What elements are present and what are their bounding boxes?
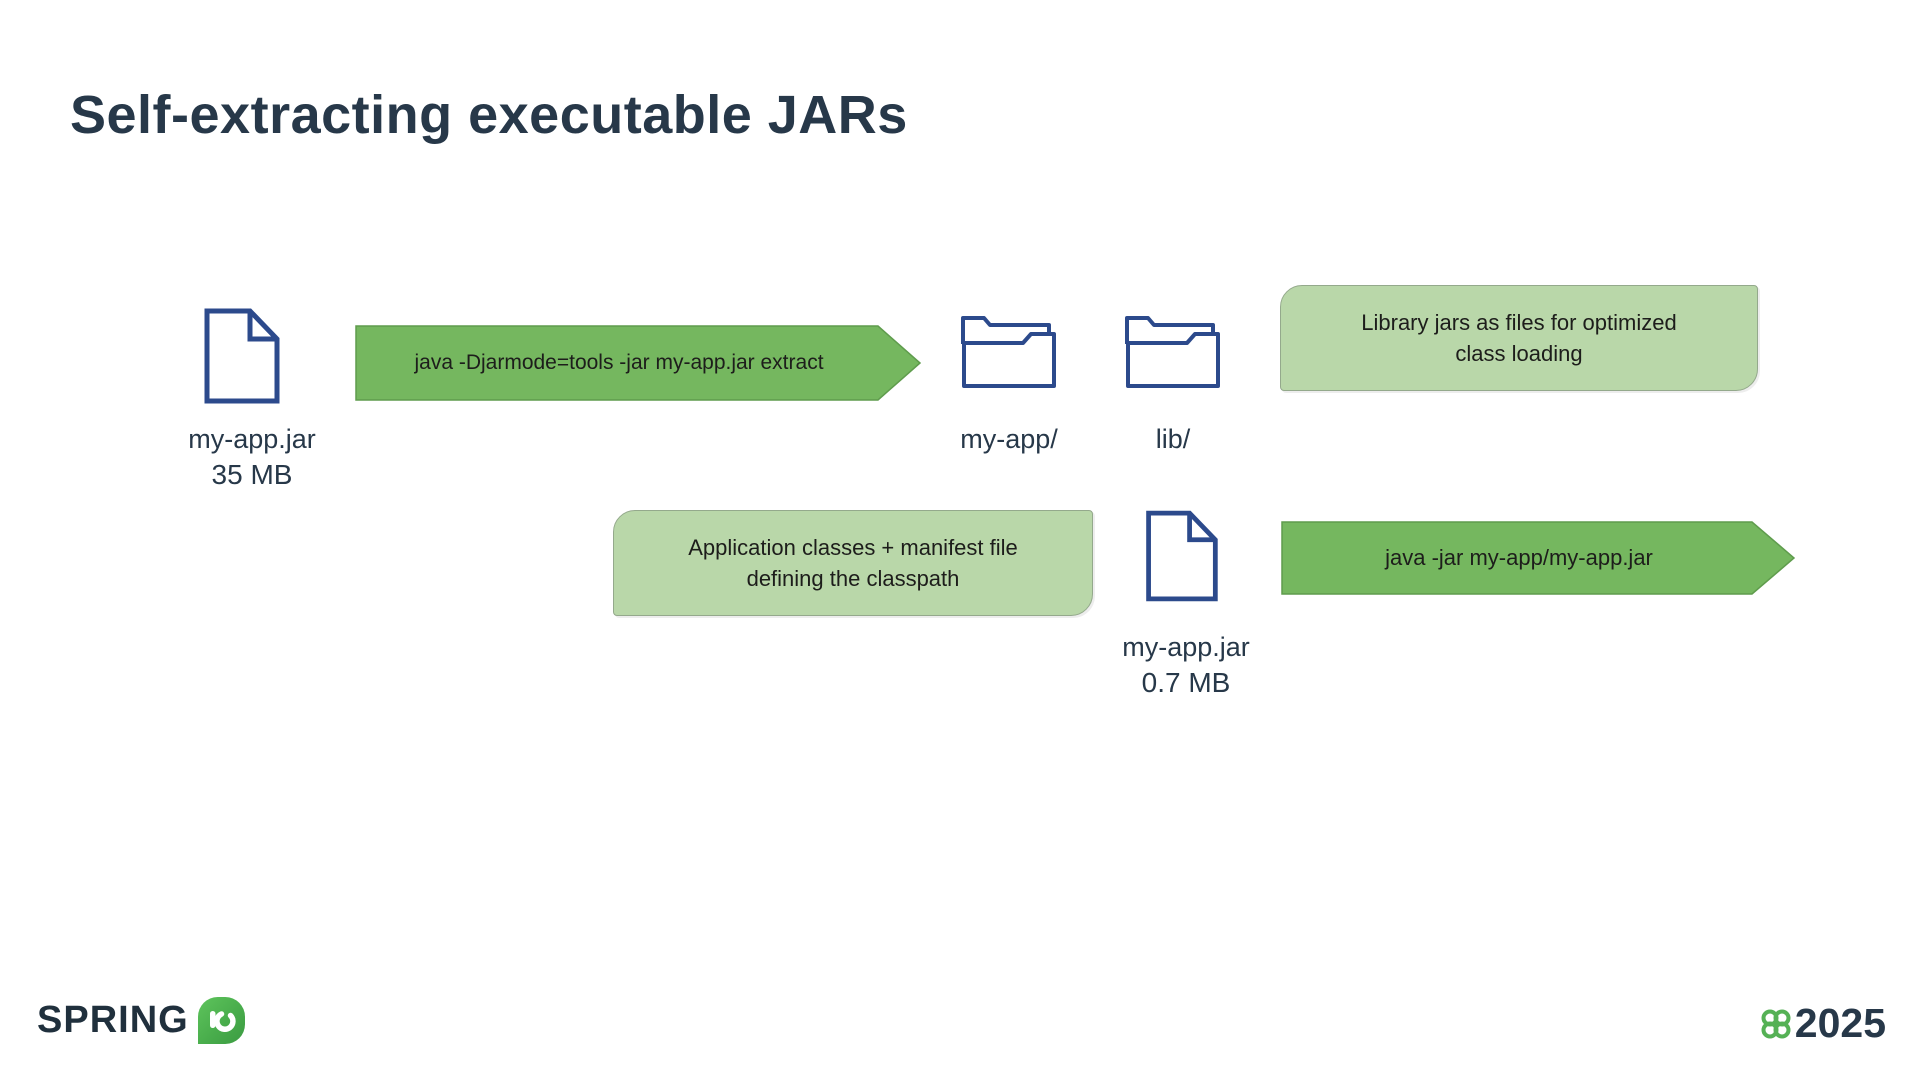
slide-title: Self-extracting executable JARs (70, 85, 908, 145)
lib-folder-icon (1124, 314, 1222, 390)
my-app-folder-label: my-app/ (960, 424, 1058, 454)
source-jar-name: my-app.jar (188, 424, 316, 454)
source-jar-size: 35 MB (211, 459, 293, 490)
extract-command-text: java -Djarmode=tools -jar my-app.jar ext… (414, 351, 824, 374)
run-command-text: java -jar my-app/my-app.jar (1385, 545, 1653, 570)
application-classes-callout-line2: defining the classpath (746, 566, 960, 591)
spring-io-logo: SPRING (37, 997, 245, 1044)
extract-command-arrow: java -Djarmode=tools -jar my-app.jar ext… (355, 325, 921, 401)
spring-io-leaf-icon (197, 997, 245, 1044)
extracted-jar-size: 0.7 MB (1141, 667, 1231, 698)
run-command-arrow: java -jar my-app/my-app.jar (1281, 521, 1795, 595)
application-classes-callout: Application classes + manifest file defi… (613, 510, 1093, 616)
year-badge: 2025 (1760, 1000, 1886, 1047)
lib-folder-label: lib/ (1155, 424, 1191, 454)
spring-io-wordmark: SPRING (37, 999, 189, 1041)
extracted-jar-file-icon (1140, 507, 1222, 605)
library-jars-callout-line1: Library jars as files for optimized (1361, 310, 1677, 335)
library-jars-callout: Library jars as files for optimized clas… (1280, 285, 1758, 391)
extracted-jar-label: my-app.jar 0.7 MB (1066, 630, 1306, 700)
source-jar-file-icon (198, 306, 284, 406)
source-jar-label: my-app.jar 35 MB (132, 422, 372, 492)
library-jars-callout-line2: class loading (1455, 341, 1583, 366)
application-classes-callout-line1: Application classes + manifest file (688, 535, 1018, 560)
flower-clover-icon (1761, 1009, 1791, 1038)
my-app-folder-icon (960, 314, 1058, 390)
extracted-jar-name: my-app.jar (1122, 632, 1250, 662)
year-text: 2025 (1794, 1000, 1886, 1046)
